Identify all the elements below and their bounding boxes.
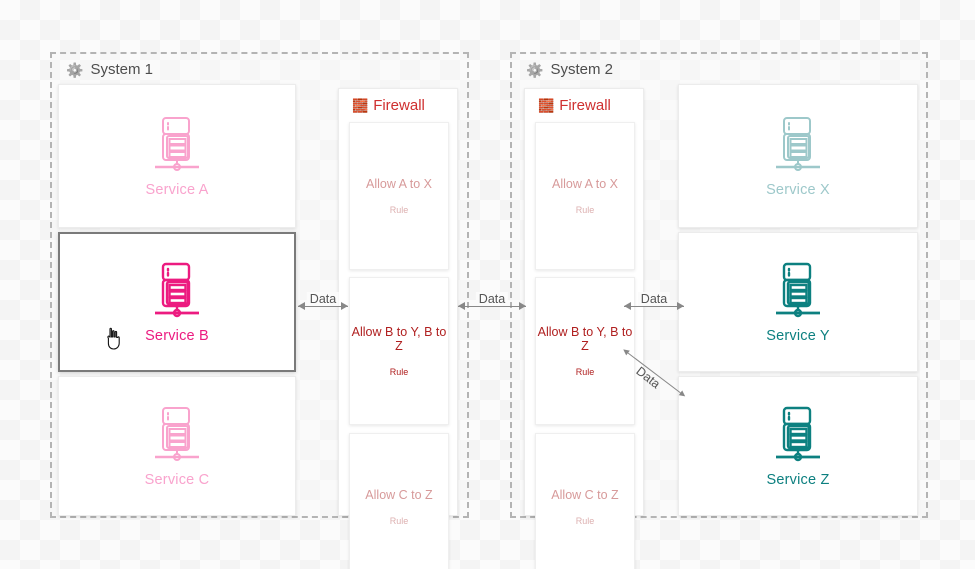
system-1-header: ⚙️ System 1 [66, 61, 153, 78]
service-card-c[interactable]: Service C [58, 376, 296, 516]
connector-line [623, 349, 686, 397]
service-card-x[interactable]: Service X [678, 84, 918, 228]
rule-subtitle: Rule [389, 367, 409, 378]
rule-subtitle: Rule [575, 205, 595, 216]
rule-title: Allow B to Y, B to Z [537, 324, 633, 353]
firewall-panel-1: 🧱 Firewall Allow A to X Rule Allow B to … [338, 88, 458, 569]
server-icon [155, 117, 199, 171]
service-label-c: Service C [144, 472, 210, 488]
system-2-title: System 2 [550, 61, 613, 78]
service-card-z[interactable]: Service Z [678, 376, 918, 516]
firewall-1-title: Firewall [373, 97, 425, 114]
gear-icon: ⚙️ [66, 61, 84, 78]
hand-cursor [107, 327, 120, 350]
brick-wall-icon: 🧱 [352, 98, 369, 113]
service-label-b: Service B [145, 328, 209, 344]
brick-wall-icon: 🧱 [538, 98, 555, 113]
rule-title: Allow C to Z [365, 487, 433, 502]
firewall-2-title: Firewall [559, 97, 611, 114]
connector-fw2-to-service-z: Data [622, 348, 688, 400]
firewall-2-title-row: 🧱 Firewall [538, 97, 611, 114]
rule-card-b-to-yz[interactable]: Allow B to Y, B to Z Rule [535, 277, 635, 425]
rule-card-c-to-z[interactable]: Allow C to Z Rule [535, 433, 635, 569]
rule-title: Allow A to X [365, 176, 432, 191]
rule-title: Allow B to Y, B to Z [351, 324, 447, 353]
server-icon [155, 407, 199, 461]
connector-label: Data [306, 292, 340, 306]
arrow-head-right [341, 302, 348, 310]
firewall-1-title-row: 🧱 Firewall [352, 97, 425, 114]
system-2-header: ⚙️ System 2 [526, 61, 613, 78]
connector-line [458, 306, 526, 307]
connector-service-b-to-fw1: Data [298, 292, 348, 316]
rule-subtitle: Rule [575, 516, 595, 527]
gear-icon: ⚙️ [526, 61, 544, 78]
connector-fw1-to-fw2: Data [458, 292, 526, 316]
rule-card-a-to-x[interactable]: Allow A to X Rule [349, 122, 449, 270]
system-1-title: System 1 [90, 61, 153, 78]
arrow-head-right [677, 302, 684, 310]
server-icon [776, 406, 820, 462]
connector-label: Data [475, 292, 509, 306]
arrow-head-left [298, 302, 305, 310]
service-label-x: Service X [766, 182, 830, 198]
rule-subtitle: Rule [575, 367, 595, 378]
connector-fw2-to-service-y: Data [624, 292, 684, 316]
server-icon [776, 117, 820, 171]
arrow-head-left [624, 302, 631, 310]
connector-line [298, 306, 348, 307]
service-label-y: Service Y [766, 328, 830, 344]
arrow-head-right [519, 302, 526, 310]
rule-subtitle: Rule [389, 205, 409, 216]
rule-subtitle: Rule [389, 516, 409, 527]
connector-label: Data [637, 292, 671, 306]
rule-card-a-to-x[interactable]: Allow A to X Rule [535, 122, 635, 270]
firewall-panel-2: 🧱 Firewall Allow A to X Rule Allow B to … [524, 88, 644, 569]
server-icon [776, 262, 820, 318]
service-label-z: Service Z [766, 472, 830, 488]
service-card-y[interactable]: Service Y [678, 232, 918, 372]
service-label-a: Service A [145, 182, 209, 198]
rule-card-c-to-z[interactable]: Allow C to Z Rule [349, 433, 449, 569]
service-card-a[interactable]: Service A [58, 84, 296, 228]
rule-card-b-to-yz[interactable]: Allow B to Y, B to Z Rule [349, 277, 449, 425]
server-icon [155, 262, 199, 318]
rule-title: Allow A to X [551, 176, 618, 191]
connector-line [624, 306, 684, 307]
arrow-head-left [458, 302, 465, 310]
service-card-b[interactable]: Service B [58, 232, 296, 372]
rule-title: Allow C to Z [551, 487, 619, 502]
